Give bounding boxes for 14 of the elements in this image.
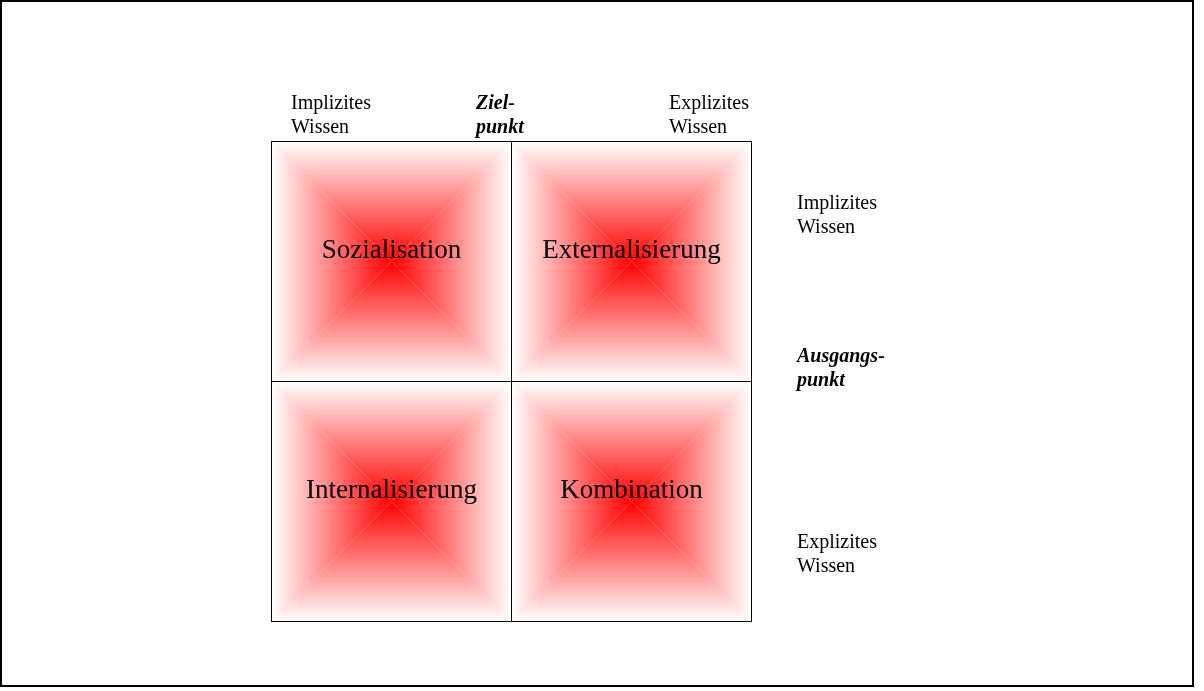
quadrant-label: Kombination	[560, 472, 703, 506]
quadrant-cell	[511, 381, 752, 622]
axis-label: Explizites Wissen	[669, 90, 750, 138]
quadrant-cell	[271, 381, 512, 622]
quadrant-cell	[271, 141, 512, 382]
quadrant-label: Internalisierung	[306, 472, 477, 506]
axis-label: Explizites Wissen	[797, 529, 878, 577]
quadrant-cell	[511, 141, 752, 382]
axis-title: Ziel- punkt	[476, 90, 526, 138]
axis-label: Implizites Wissen	[797, 190, 878, 238]
axis-label: Implizites Wissen	[291, 90, 372, 138]
axis-title: Ausgangs- punkt	[797, 343, 886, 391]
quadrant-label: Externalisierung	[542, 232, 721, 266]
quadrant-label: Sozialisation	[321, 232, 462, 266]
